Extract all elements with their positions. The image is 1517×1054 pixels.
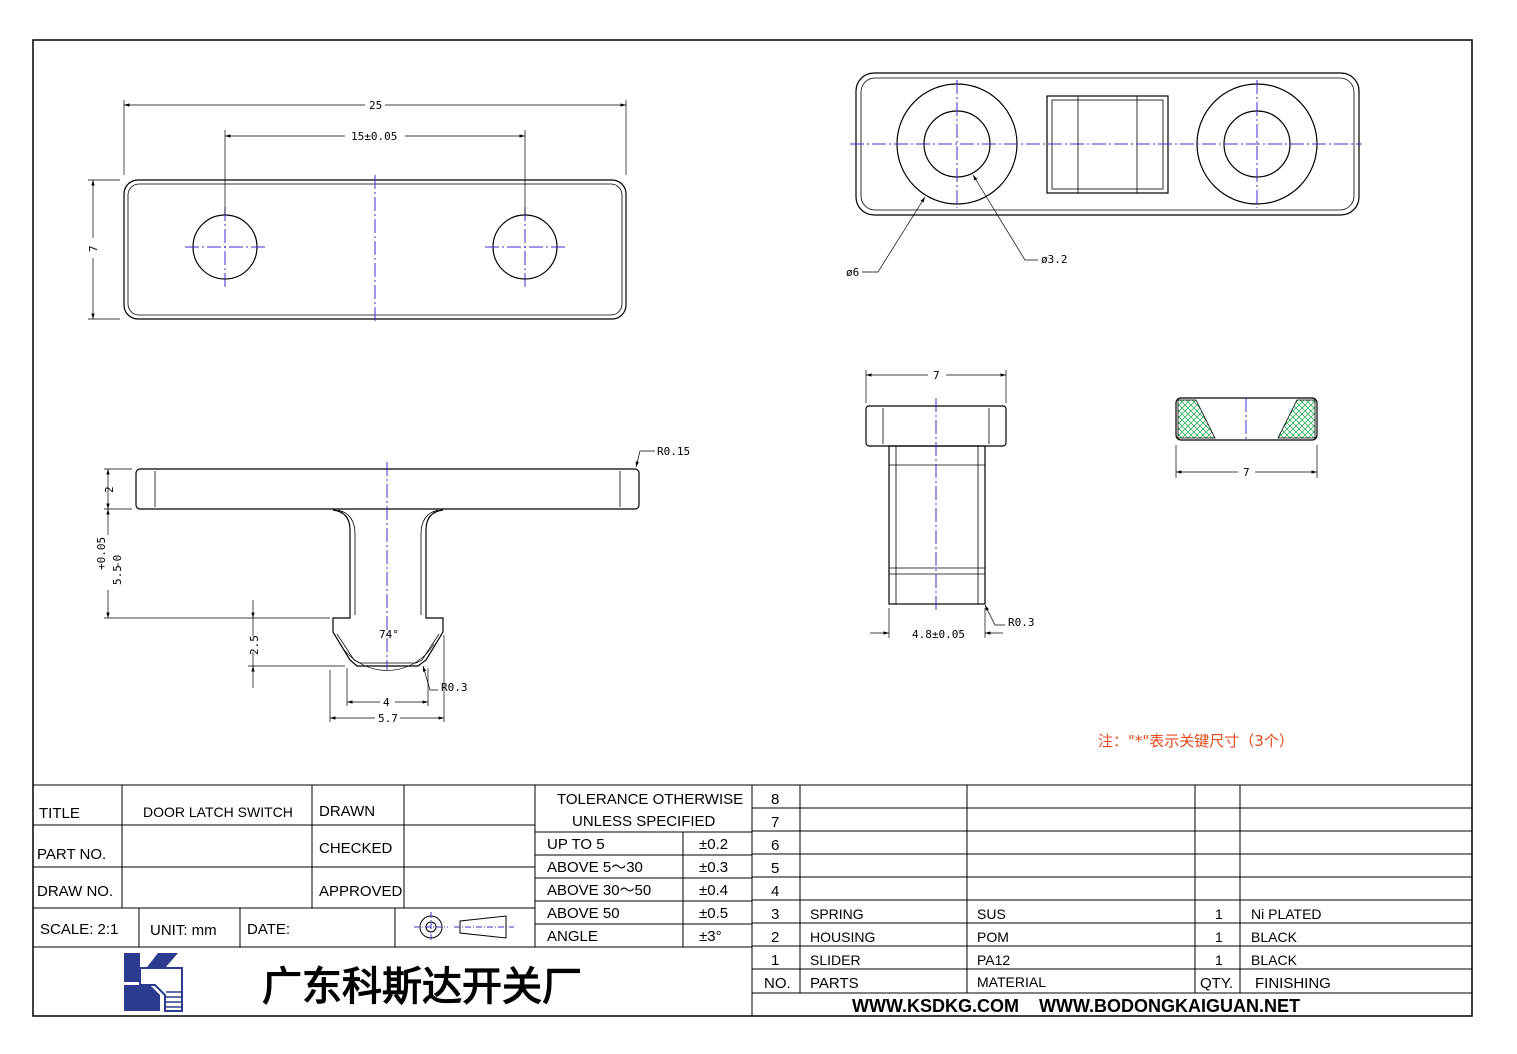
part-no-label: PART NO. <box>37 846 106 863</box>
tolerance-header-1: TOLERANCE OTHERWISE <box>557 791 743 808</box>
projection-symbol-icon <box>414 912 514 942</box>
dim-inner-dia: ø3.2 <box>1041 253 1068 266</box>
dim-section-width: 7 <box>1243 466 1250 479</box>
approved-label: APPROVED <box>319 883 403 900</box>
bom-header-qty: QTY. <box>1200 975 1233 992</box>
bom-row-material: SUS <box>977 906 1006 922</box>
bom-row-qty: 1 <box>1215 952 1223 968</box>
title-value: DOOR LATCH SWITCH <box>143 804 293 820</box>
dim-hole-spacing: 15±0.05 <box>351 130 397 143</box>
unit-label: UNIT: mm <box>150 922 217 939</box>
tolerance-value: ±0.3 <box>699 859 728 876</box>
dim-top-height: 7 <box>87 245 100 252</box>
bom-header-no: NO. <box>764 975 791 992</box>
bom-row-material: POM <box>977 929 1009 945</box>
dim-outer: 5.7 <box>378 712 398 725</box>
bom-row-part: SPRING <box>810 906 864 922</box>
dim-depth: 5.5 <box>111 565 124 585</box>
bom-row-finishing: BLACK <box>1251 929 1298 945</box>
tolerance-range: ABOVE 30～50 <box>547 882 651 899</box>
dim-top-width: 25 <box>369 99 382 112</box>
dim-lip: 2.5 <box>248 635 261 655</box>
bom-row-no: 7 <box>771 814 779 831</box>
dim-radius-bottom: R0.3 <box>441 681 468 694</box>
dim-stem: 4.8±0.05 <box>912 628 965 641</box>
title-label: TITLE <box>39 805 80 822</box>
dim-outer-dia: ø6 <box>846 266 859 279</box>
bom-header-finishing: FINISHING <box>1255 975 1331 992</box>
draw-no-label: DRAW NO. <box>37 883 113 900</box>
dim-inner: 4 <box>383 696 390 709</box>
plan-view <box>850 72 1362 273</box>
bom-header-material: MATERIAL <box>977 974 1046 990</box>
drawn-label: DRAWN <box>319 803 375 820</box>
tolerance-header-2: UNLESS SPECIFIED <box>572 813 716 830</box>
date-label: DATE: <box>247 921 290 938</box>
bom-row-no: 4 <box>771 883 779 900</box>
bom-header-parts: PARTS <box>810 975 859 992</box>
title-block-lines <box>33 784 1472 1016</box>
tolerance-value: ±0.2 <box>699 836 728 853</box>
section-view <box>1175 397 1318 478</box>
bom-row-part: HOUSING <box>810 929 875 945</box>
top-view <box>88 100 627 322</box>
end-view <box>865 370 1007 638</box>
scale-label: SCALE: 2:1 <box>40 921 118 938</box>
bom-row-finishing: Ni PLATED <box>1251 906 1322 922</box>
tolerance-range: ABOVE 5～30 <box>547 859 643 876</box>
tolerance-value: ±3° <box>699 928 722 945</box>
bom-row-no: 1 <box>771 952 779 969</box>
tolerance-range: UP TO 5 <box>547 836 605 853</box>
dim-depth-tol-upper: +0.05 <box>95 537 108 570</box>
bom-row-part: SLIDER <box>810 952 861 968</box>
dim-depth-tol-lower: -0 <box>111 555 124 568</box>
tolerance-range: ABOVE 50 <box>547 905 620 922</box>
side-view <box>104 450 655 722</box>
bom-row-qty: 1 <box>1215 906 1223 922</box>
dim-thickness: 2 <box>103 486 116 493</box>
drawing-note: 注："*"表示关键尺寸（3个） <box>1098 732 1294 750</box>
dim-radius-top: R0.15 <box>657 445 690 458</box>
checked-label: CHECKED <box>319 840 393 857</box>
bom-row-no: 8 <box>771 791 779 808</box>
company-name: 广东科斯达开关厂 <box>262 964 582 1010</box>
bom-row-no: 3 <box>771 906 779 923</box>
bom-row-no: 5 <box>771 860 779 877</box>
bom-row-qty: 1 <box>1215 929 1223 945</box>
company-logo <box>124 953 183 1012</box>
tolerance-range: ANGLE <box>547 928 598 945</box>
bom-row-material: PA12 <box>977 952 1010 968</box>
tolerance-value: ±0.4 <box>699 882 728 899</box>
tolerance-value: ±0.5 <box>699 905 728 922</box>
bom-row-no: 2 <box>771 929 779 946</box>
company-urls: WWW.KSDKG.COM WWW.BODONGKAIGUAN.NET <box>852 996 1300 1016</box>
bom-row-no: 6 <box>771 837 779 854</box>
dim-end-radius: R0.3 <box>1008 616 1035 629</box>
bom-row-finishing: BLACK <box>1251 952 1298 968</box>
dim-angle: 74° <box>379 628 399 641</box>
dim-head: 7 <box>933 369 940 382</box>
